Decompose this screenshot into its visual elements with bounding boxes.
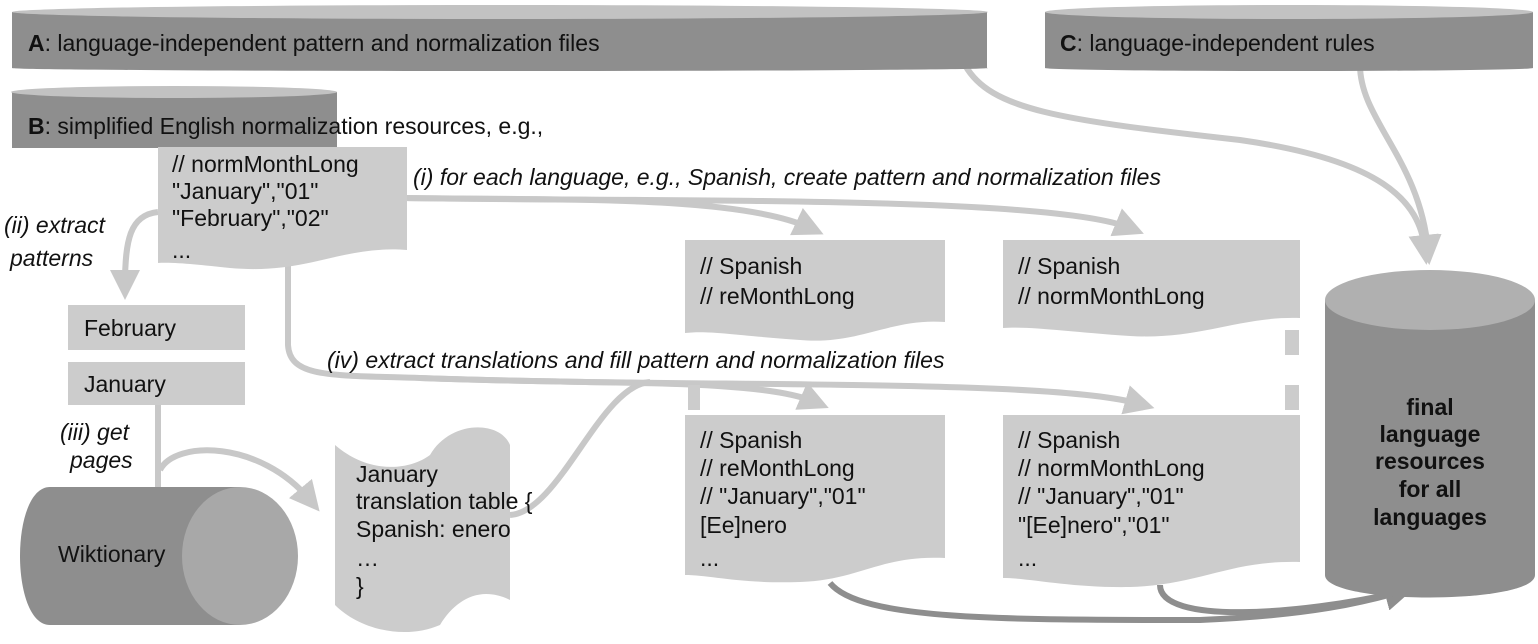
- step-iii-label: (iii) get: [60, 419, 131, 445]
- doc-line: // reMonthLong: [700, 283, 855, 309]
- doc-line: // normMonthLong: [1018, 283, 1205, 309]
- step-iv-label: (iv) extract translations and fill patte…: [327, 347, 945, 373]
- table-line: …: [356, 545, 379, 571]
- doc-line: "[Ee]nero","01": [1018, 512, 1170, 538]
- doc-line: "January","01": [172, 178, 318, 204]
- step-ii-label: (ii) extract: [4, 212, 107, 238]
- doc-line: // "January","01": [1018, 483, 1184, 509]
- doc-line: // "January","01": [700, 483, 866, 509]
- c-key: C: [1060, 30, 1077, 56]
- resource-a: A: language-independent pattern and norm…: [12, 5, 988, 71]
- translation-table: January translation table { Spanish: ene…: [335, 427, 533, 633]
- english-normalization-doc: // normMonthLong "January","01" "Februar…: [158, 147, 407, 270]
- final-label: for all: [1399, 476, 1462, 502]
- arrow-c-to-final: [1357, 64, 1442, 265]
- doc-line: // normMonthLong: [172, 151, 359, 177]
- step-iii-label: pages: [69, 447, 133, 473]
- pattern-label: January: [84, 371, 166, 397]
- table-line: }: [356, 573, 364, 599]
- final-label: languages: [1373, 504, 1487, 530]
- a-label: : language-independent pattern and norma…: [45, 30, 600, 56]
- arrow-iv-2: [419, 375, 1155, 415]
- table-line: translation table {: [356, 488, 533, 514]
- doc-line: // Spanish: [1018, 253, 1120, 279]
- svg-text:C: language-independent rules: C: language-independent rules: [1060, 30, 1375, 56]
- doc-line: // Spanish: [700, 253, 802, 279]
- spanish-normalization-doc-empty: // Spanish // normMonthLong: [1003, 240, 1300, 337]
- step-i-label: (i) for each language, e.g., Spanish, cr…: [413, 164, 1161, 190]
- dashed-connectors: [688, 330, 1299, 410]
- wiktionary-label: Wiktionary: [58, 541, 166, 567]
- pattern-january: January: [68, 362, 245, 405]
- doc-line: // normMonthLong: [1018, 455, 1205, 481]
- pattern-label: February: [84, 315, 177, 341]
- svg-text:A: language-independent patter: A: language-independent pattern and norm…: [28, 30, 600, 56]
- resource-b: B: simplified English normalization reso…: [11, 86, 543, 148]
- step-ii-label: patterns: [9, 245, 94, 271]
- svg-text:B: simplified English normaliz: B: simplified English normalization reso…: [28, 113, 543, 139]
- arrow-i-2: [404, 195, 1144, 237]
- pattern-february: February: [68, 305, 245, 350]
- final-label: language: [1380, 421, 1481, 447]
- doc-line: ...: [172, 237, 191, 263]
- arrow-table-to-iv: [509, 379, 651, 518]
- resource-c: C: language-independent rules: [1045, 5, 1533, 71]
- arrow-a-to-final: [962, 63, 1439, 265]
- a-key: A: [28, 30, 45, 56]
- arrows: [110, 63, 1442, 624]
- wiktionary-database[interactable]: Wiktionary: [20, 487, 298, 625]
- doc-line: "February","02": [172, 205, 329, 231]
- arrow-ii: [110, 209, 159, 300]
- spanish-pattern-doc-filled: // Spanish // reMonthLong // "January","…: [685, 415, 945, 583]
- doc-line: ...: [700, 545, 719, 571]
- final-resources-database[interactable]: final language resources for all languag…: [1325, 270, 1535, 598]
- b-label: : simplified English normalization resou…: [45, 113, 544, 139]
- arrow-doc1-to-final: [827, 580, 1415, 624]
- final-label: final: [1406, 394, 1453, 420]
- doc-line: // Spanish: [700, 427, 802, 453]
- doc-line: // reMonthLong: [700, 455, 855, 481]
- final-label: resources: [1375, 448, 1485, 474]
- spanish-pattern-doc-empty: // Spanish // reMonthLong: [685, 240, 945, 341]
- doc-line: ...: [1018, 545, 1037, 571]
- doc-line: // Spanish: [1018, 427, 1120, 453]
- b-key: B: [28, 113, 45, 139]
- table-line: January: [356, 461, 438, 487]
- c-label: : language-independent rules: [1077, 30, 1375, 56]
- arrow-doc2-to-final: [1157, 584, 1401, 616]
- arrow-iii-to-table: [157, 447, 320, 512]
- doc-line: [Ee]nero: [700, 512, 787, 538]
- spanish-normalization-doc-filled: // Spanish // normMonthLong // "January"…: [1003, 415, 1300, 588]
- table-line: Spanish: enero: [356, 516, 511, 542]
